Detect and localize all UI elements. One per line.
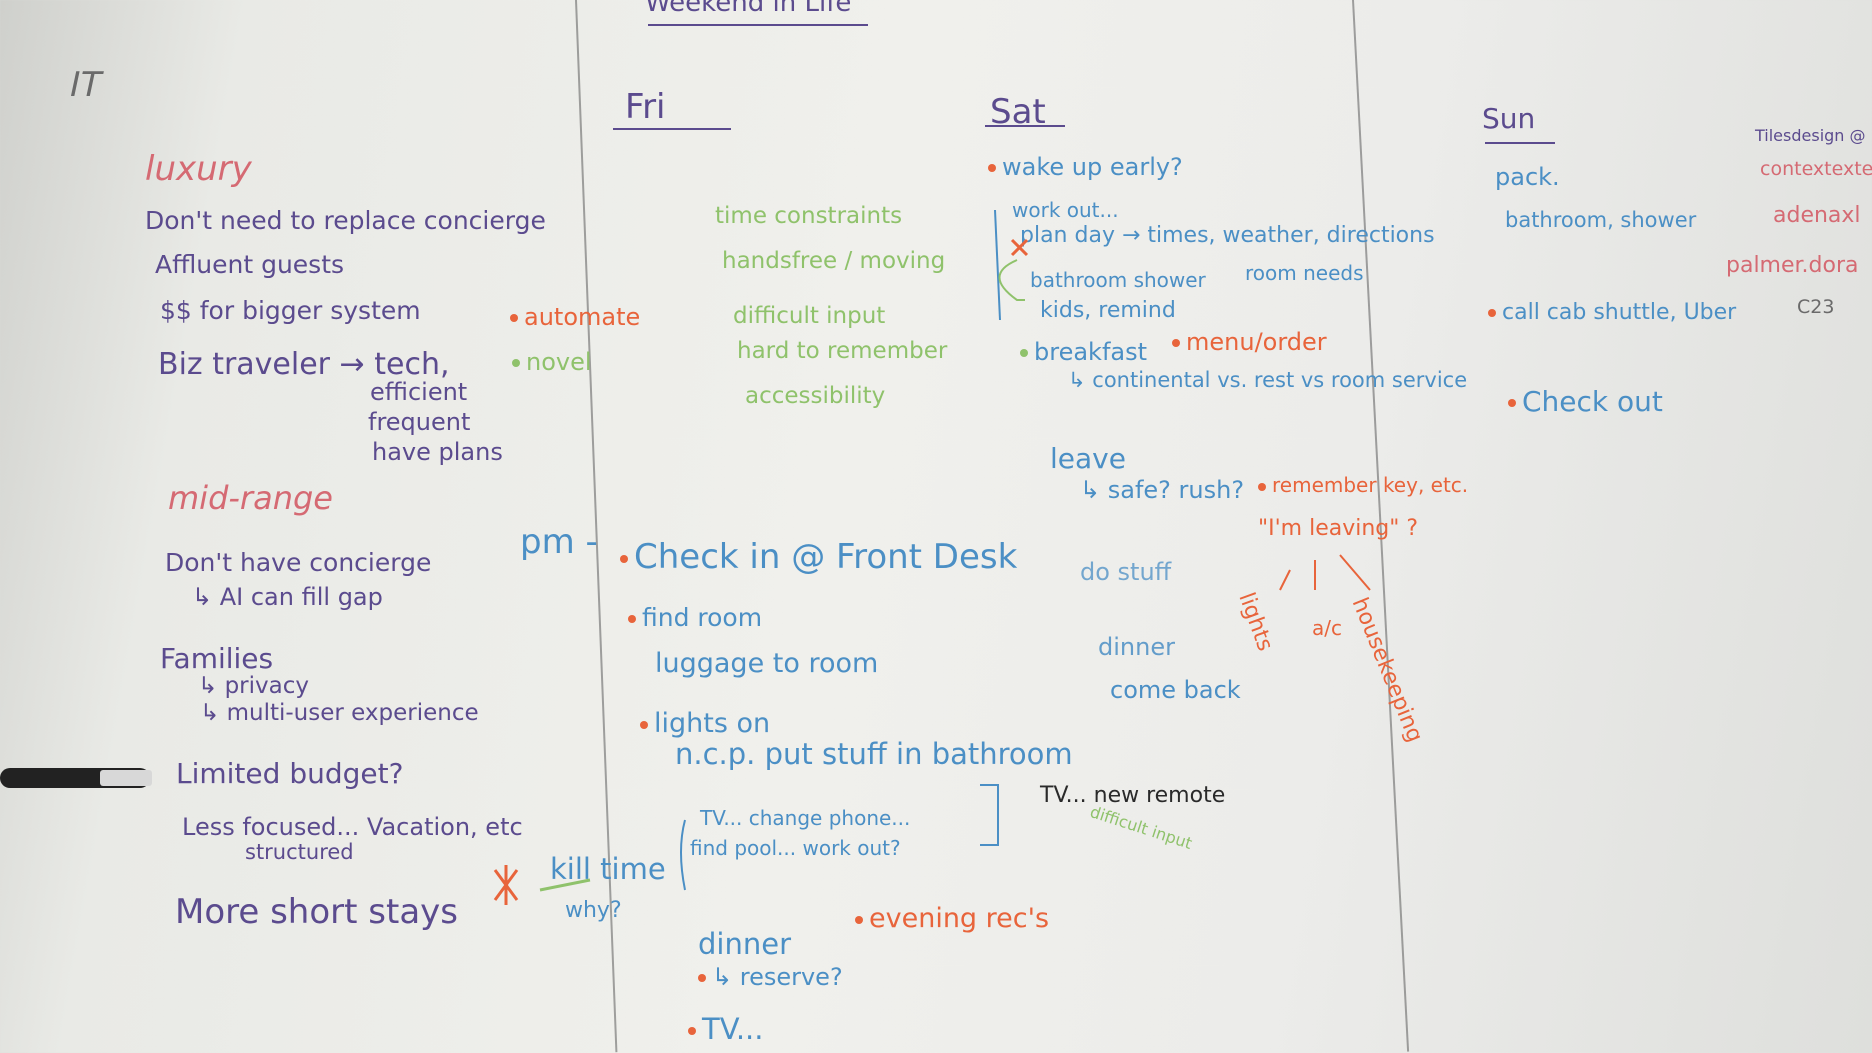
legend-novel: novel xyxy=(512,350,592,374)
fri-underline xyxy=(613,128,731,130)
sat-item: plan day → times, weather, directions xyxy=(1020,223,1435,248)
fri-item: dinner xyxy=(698,927,791,961)
sat-item: come back xyxy=(1110,676,1241,704)
sat-item: bathroom shower xyxy=(1030,268,1206,292)
mid-item: ↳ multi-user experience xyxy=(200,700,479,726)
right-edge-note: palmer.dora xyxy=(1726,253,1859,278)
right-edge-note: C23 xyxy=(1797,296,1835,318)
sat-item: remember key, etc. xyxy=(1258,475,1468,495)
legend-automate: automate xyxy=(510,305,640,329)
fri-item: TV... change phone... xyxy=(700,806,911,830)
sat-item: "I'm leaving" ? xyxy=(1258,516,1419,541)
sat-item: dinner xyxy=(1098,633,1175,661)
marker-cap xyxy=(100,770,152,786)
mid-item: Don't have concierge xyxy=(165,548,432,577)
sat-item: kids, remind xyxy=(1040,298,1176,323)
fri-item: ↳ reserve? xyxy=(698,965,843,989)
fri-green-note: accessibility xyxy=(745,383,886,409)
sun-underline xyxy=(1485,142,1555,144)
fri-item: n.c.p. put stuff in bathroom xyxy=(675,737,1073,771)
right-edge-note: Tilesdesign @ xyxy=(1755,126,1866,145)
evening-recs: evening rec's xyxy=(855,905,1049,932)
mid-item: Less focused... Vacation, etc xyxy=(182,813,523,841)
fri-item: luggage to room xyxy=(655,648,879,679)
mid-item: Families xyxy=(160,642,274,675)
sat-item: work out... xyxy=(1012,198,1119,222)
luxury-item: frequent xyxy=(368,408,471,436)
board-title: Weekend in Life xyxy=(645,0,852,18)
sat-item: leave xyxy=(1050,442,1126,475)
heading-sun: Sun xyxy=(1482,102,1536,135)
heading-sat: Sat xyxy=(990,92,1046,132)
right-edge-note: adenaxl xyxy=(1773,203,1861,228)
luxury-item: $$ for bigger system xyxy=(160,296,421,325)
sat-item: ↳ safe? rush? xyxy=(1080,476,1245,504)
sat-item: menu/order xyxy=(1172,330,1327,354)
right-edge-note: contextexte xyxy=(1760,158,1872,180)
luxury-item: Affluent guests xyxy=(155,250,345,279)
sun-item: Check out xyxy=(1508,388,1663,416)
sat-item: breakfast xyxy=(1020,340,1147,364)
fri-green-note: difficult input xyxy=(733,303,886,329)
pm-label: pm - xyxy=(520,522,598,562)
fri-green-note: hard to remember xyxy=(737,338,948,364)
sun-item: call cab shuttle, Uber xyxy=(1488,302,1736,324)
mid-item: ↳ AI can fill gap xyxy=(192,583,383,611)
fri-item: why? xyxy=(565,898,622,923)
sat-item: wake up early? xyxy=(988,155,1183,179)
sat-item: a/c xyxy=(1312,616,1342,640)
luxury-item: efficient xyxy=(370,378,468,406)
checkin-item: Check in @ Front Desk xyxy=(620,540,1017,574)
sun-item: pack. xyxy=(1495,163,1560,191)
fri-green-note: handsfree / moving xyxy=(722,248,946,274)
fri-green-note: time constraints xyxy=(715,203,903,229)
sat-item: room needs xyxy=(1245,261,1364,285)
fri-item: find pool... work out? xyxy=(690,836,901,860)
heading-luxury: luxury xyxy=(145,149,252,189)
mid-item: structured xyxy=(245,840,354,864)
sat-underline xyxy=(985,125,1065,127)
fri-item: kill time xyxy=(550,852,666,886)
luxury-item: Biz traveler → tech, xyxy=(158,347,450,382)
heading-mid-range: mid-range xyxy=(168,479,333,517)
mid-item: More short stays xyxy=(175,892,458,932)
fri-item: lights on xyxy=(640,710,770,737)
luxury-item: Don't need to replace concierge xyxy=(145,206,546,235)
fri-item: TV... xyxy=(688,1015,763,1044)
fri-item: find room xyxy=(628,605,762,630)
sat-item: do stuff xyxy=(1080,558,1172,586)
sat-item: ↳ continental vs. rest vs room service xyxy=(1068,368,1468,392)
luxury-item: have plans xyxy=(372,438,503,466)
sun-item: bathroom, shower xyxy=(1505,208,1697,232)
title-underline xyxy=(648,24,868,26)
heading-fri: Fri xyxy=(625,87,666,127)
mid-item: ↳ privacy xyxy=(198,673,309,699)
tv-new-remote: TV... new remote xyxy=(1040,783,1226,808)
mid-item: Limited budget? xyxy=(176,757,404,790)
